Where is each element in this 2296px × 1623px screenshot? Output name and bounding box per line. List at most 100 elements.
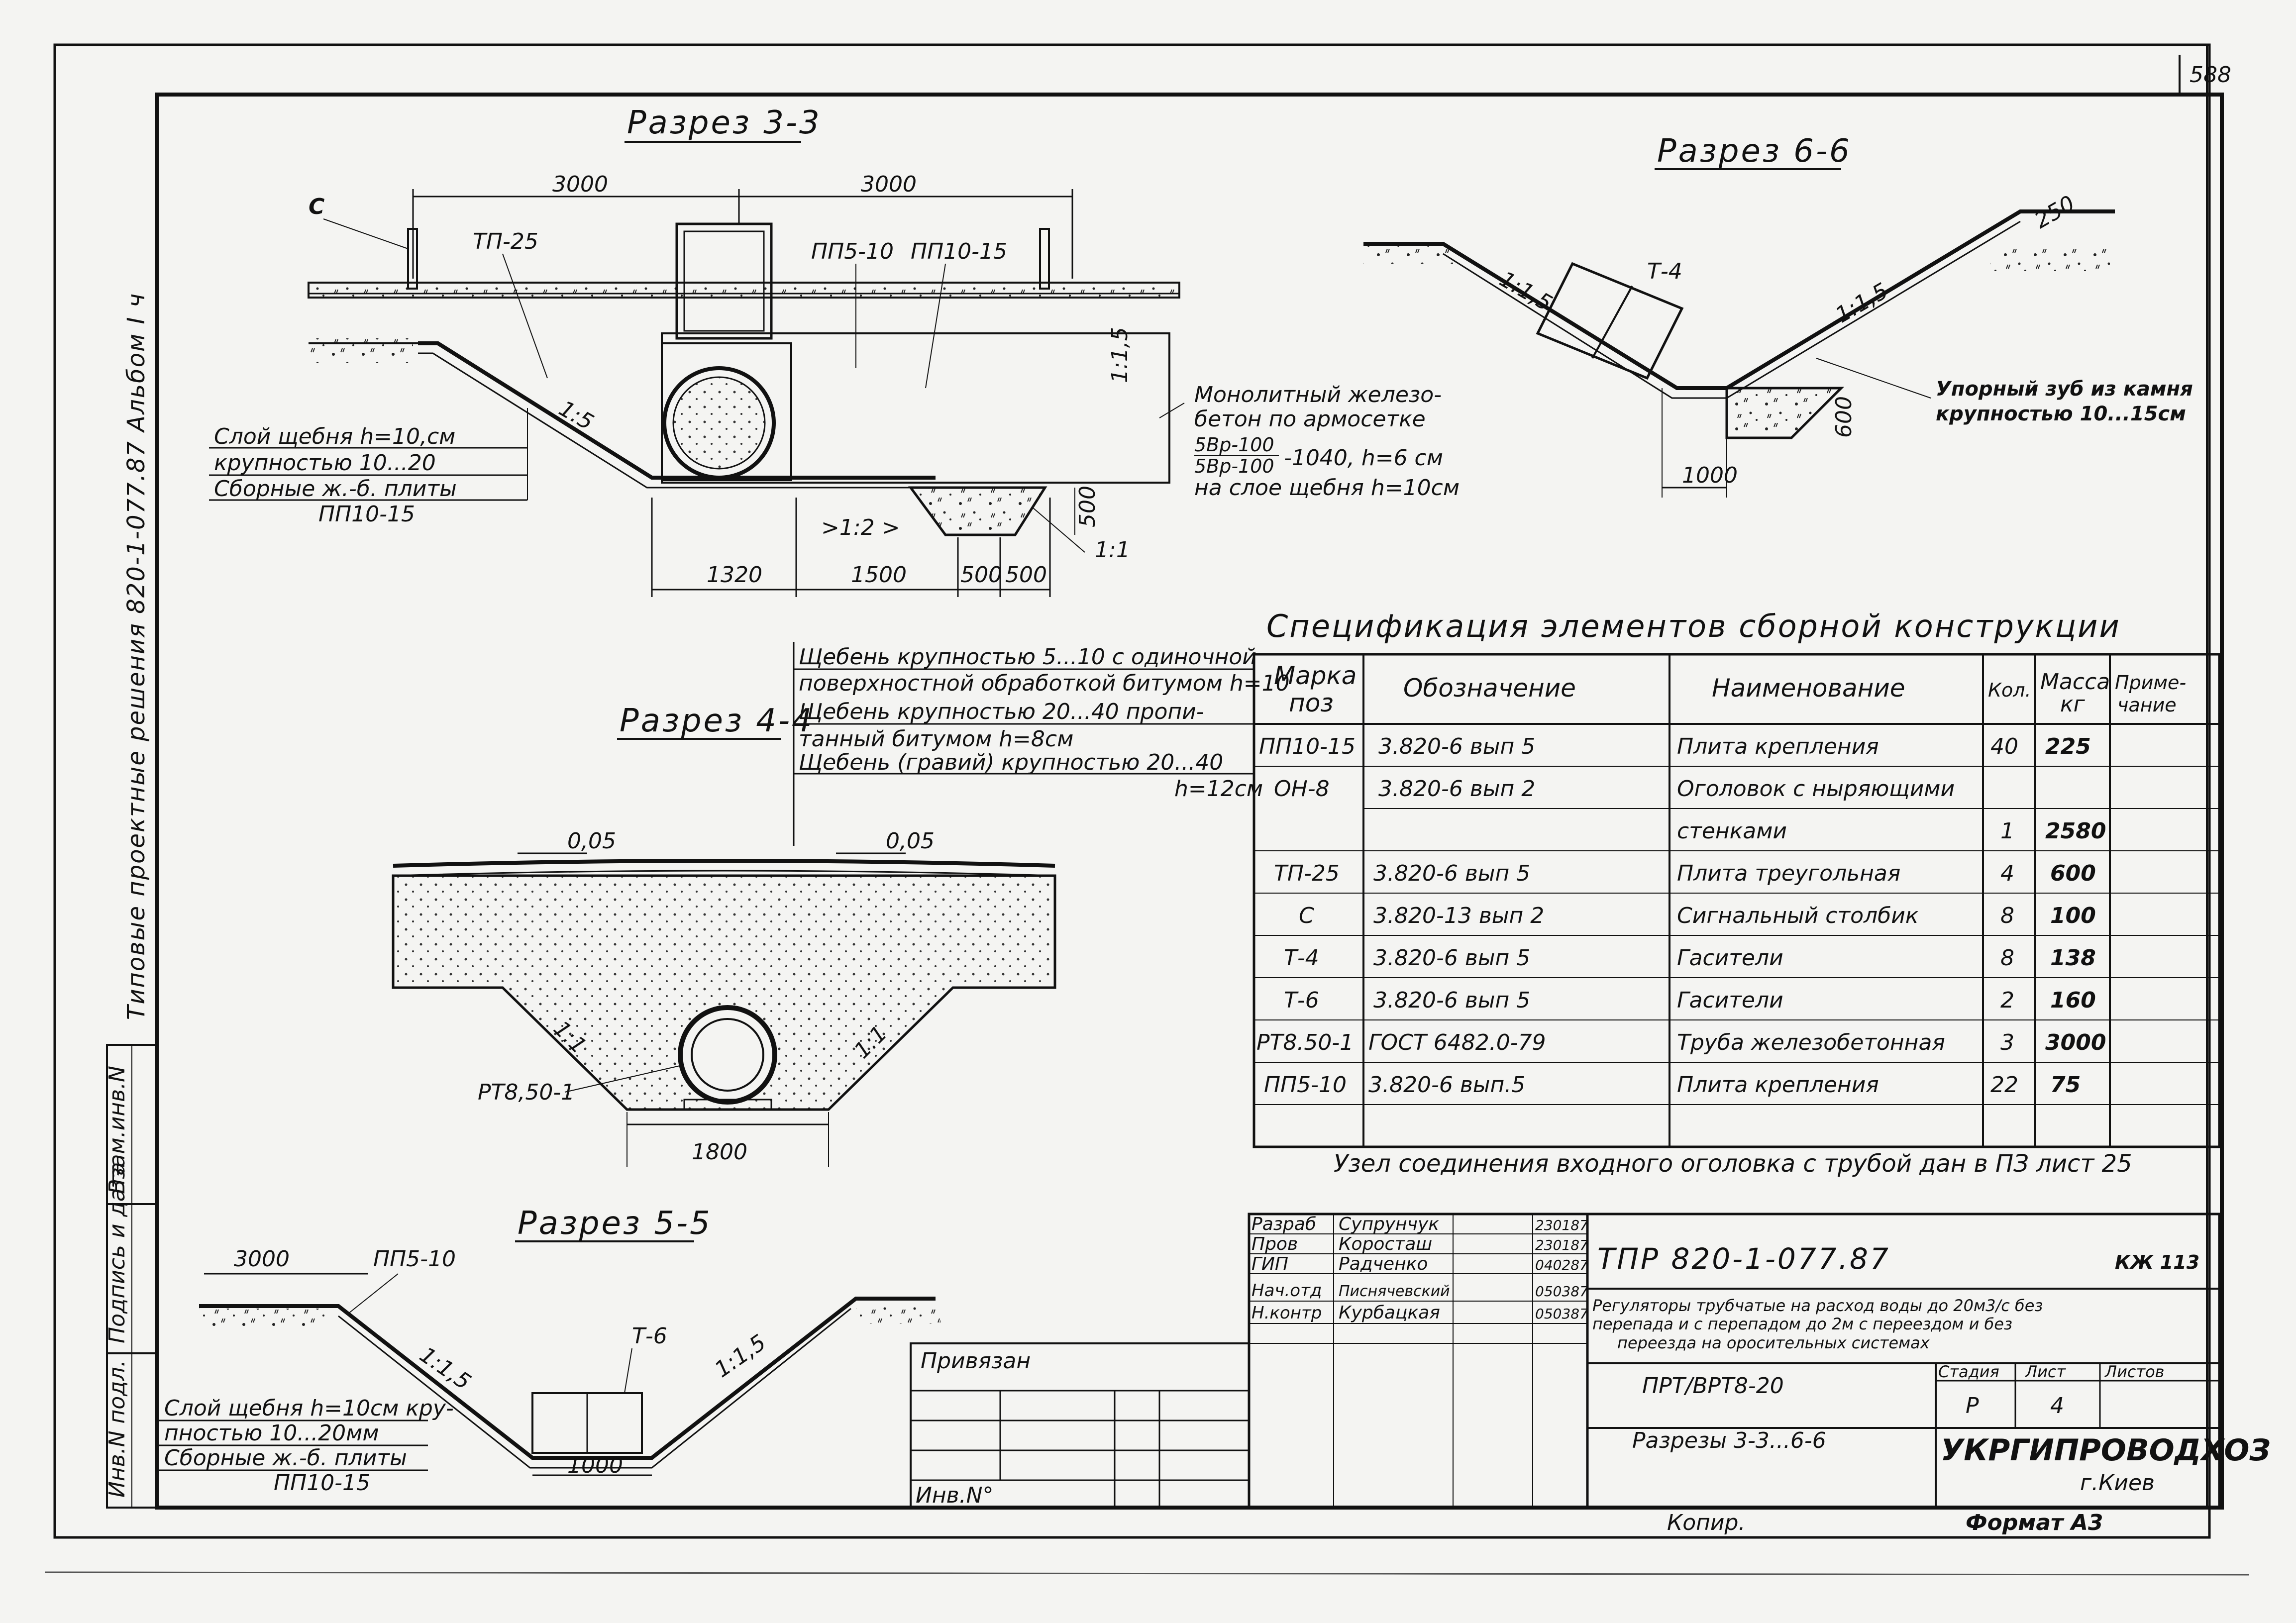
drawing-label: РТ8.50-1 bbox=[1256, 1030, 1354, 1055]
drawing-label: бетон по армосетке bbox=[1194, 406, 1426, 432]
drawing-label: чание bbox=[2117, 694, 2177, 716]
drawing-label: 3.820-6 вып.5 bbox=[1368, 1072, 1525, 1098]
drawing-label: Приме- bbox=[2115, 672, 2186, 694]
drawing-label: Пров bbox=[1252, 1234, 1298, 1254]
drawing-label: кг bbox=[2060, 692, 2086, 717]
drawing-label: Разрезы 3-3...6-6 bbox=[1632, 1428, 1826, 1453]
drawing-label: г.Киев bbox=[2080, 1470, 2155, 1496]
drawing-label: Кол. bbox=[1988, 679, 2031, 701]
drawing-label: 1800 bbox=[692, 1139, 747, 1165]
drawing-label: 600 bbox=[2050, 861, 2096, 886]
drawing-label: 3.820-6 вып 2 bbox=[1378, 776, 1535, 802]
drawing-label: 1:1,5 bbox=[1831, 278, 1892, 328]
drawing-label: 600 bbox=[1831, 396, 1857, 438]
drawing-label: 1000 bbox=[1682, 463, 1738, 488]
drawing-label: 5Вр-100 bbox=[1194, 434, 1274, 456]
drawing-label: 250 bbox=[2030, 191, 2079, 233]
section-4-4: Разрез 4-4 Щебень крупностью 5...10 с од… bbox=[392, 642, 1290, 1167]
drawing-label: Инв.N° bbox=[916, 1483, 994, 1508]
drawing-label: Сборные ж.-б. плиты bbox=[214, 476, 457, 502]
drawing-label: ПП10-15 bbox=[274, 1470, 370, 1496]
drawing-label: 500 bbox=[1005, 562, 1047, 588]
drawing-label: Т-4 bbox=[1284, 945, 1319, 971]
drawing-label: 2 bbox=[2000, 988, 2014, 1013]
drawing-label: ПП10-15 bbox=[911, 239, 1007, 264]
drawing-label: 1:1,5 bbox=[1107, 327, 1133, 383]
drawing-label: 1:1,5 bbox=[710, 1330, 771, 1383]
section-5-5-title: Разрез 5-5 bbox=[518, 1205, 712, 1242]
drawing-label: h=12см bbox=[1174, 776, 1263, 802]
drawing-label: С bbox=[1299, 903, 1314, 928]
drawing-label: 230187 bbox=[1535, 1237, 1588, 1253]
spec-title: Спецификация элементов сборной конструкц… bbox=[1266, 608, 2121, 644]
drawing-label: Гасители bbox=[1677, 945, 1783, 971]
drawing-label: 100 bbox=[2050, 903, 2096, 928]
drawing-label: Копир. bbox=[1667, 1510, 1745, 1535]
drawing-label: Т-6 bbox=[1284, 988, 1319, 1013]
drawing-label: Курбацкая bbox=[1339, 1303, 1440, 1323]
drawing-label: 0,05 bbox=[886, 828, 935, 854]
drawing-label: Оголовок с ныряющими bbox=[1677, 776, 1955, 802]
drawing-label: ТП-25 bbox=[1274, 861, 1340, 886]
section-3-3-title: Разрез 3-3 bbox=[627, 104, 822, 141]
drawing-label: ПП10-15 bbox=[318, 502, 415, 527]
drawing-label: Плита треугольная bbox=[1677, 861, 1900, 886]
drawing-label: Листов bbox=[2104, 1362, 2165, 1381]
drawing-label: 8 bbox=[2000, 903, 2014, 928]
inv-podl-label: Инв.N подл. bbox=[104, 1360, 130, 1498]
drawing-label: ТПР 820-1-077.87 bbox=[1597, 1242, 1890, 1276]
drawing-label: УКРГИПРОВОДХОЗ bbox=[1941, 1433, 2271, 1468]
drawing-label: РТ8,50-1 bbox=[478, 1080, 575, 1105]
drawing-label: 75 bbox=[2050, 1072, 2081, 1098]
drawing-label: 3000 bbox=[552, 172, 608, 197]
podpis-label: Подпись и дата bbox=[104, 1162, 130, 1343]
drawing-label: Слой щебня h=10см кру- bbox=[164, 1396, 454, 1421]
drawing-label: Коросташ bbox=[1339, 1234, 1432, 1254]
drawing-label: ПП5-10 bbox=[373, 1246, 456, 1272]
drawing-label: 1 bbox=[2000, 818, 2014, 844]
drawing-label: стенками bbox=[1677, 818, 1787, 844]
drawing-label: Щебень (гравий) крупностью 20...40 bbox=[799, 750, 1223, 775]
drawing-label: 40 bbox=[1990, 734, 2018, 759]
drawing-label: Радченко bbox=[1339, 1254, 1428, 1274]
specification-table: Спецификация элементов сборной конструкц… bbox=[1252, 608, 2221, 1178]
drawing-label: крупностью 10...15см bbox=[1936, 403, 2186, 425]
drawing-label: 0,05 bbox=[567, 828, 616, 854]
drawing-label: Масса bbox=[2040, 669, 2110, 695]
drawing-label: 3.820-13 вып 2 bbox=[1373, 903, 1544, 928]
drawing-label: Н.контр bbox=[1252, 1303, 1322, 1323]
drawing-label: Т-4 bbox=[1647, 259, 1682, 284]
drawing-label: перепада и с перепадом до 2м с переездом… bbox=[1592, 1315, 2012, 1333]
drawing-label: поз bbox=[1289, 689, 1334, 717]
section-6-6: Разрез 6-6 Т-4 1:1,5 1:1,5 250 600 1000 … bbox=[1363, 133, 2193, 498]
drawing-label: 160 bbox=[2050, 988, 2096, 1013]
drawing-label: на слое щебня h=10см bbox=[1194, 475, 1460, 501]
drawing-label: 500 bbox=[960, 562, 1002, 588]
drawing-label: 138 bbox=[2050, 945, 2096, 971]
drawing-label: ГОСТ 6482.0-79 bbox=[1368, 1030, 1546, 1055]
drawing-label: Марка bbox=[1274, 661, 1357, 690]
drawing-label: Обозначение bbox=[1403, 674, 1576, 703]
drawing-label: 225 bbox=[2045, 734, 2091, 759]
drawing-label: ОН-8 bbox=[1274, 776, 1330, 802]
drawing-label: Щебень крупностью 20...40 пропи- bbox=[799, 699, 1204, 724]
drawing-label: Р bbox=[1966, 1393, 1979, 1419]
drawing-label: Привязан bbox=[921, 1348, 1031, 1374]
drawing-label: Пиcнячевский bbox=[1339, 1283, 1450, 1300]
section-5-5: Разрез 5-5 3000 ПП5-10 Т-6 1:1,5 1:1,5 1… bbox=[159, 1205, 940, 1496]
section-3-3: Разрез 3-3 3000 3000 500 1:1, bbox=[209, 104, 1460, 597]
drawing-label: 3.820-6 вып 5 bbox=[1378, 734, 1535, 759]
drawing-label: 3000 bbox=[2045, 1030, 2106, 1055]
drawing-label: >1:2 > bbox=[821, 515, 900, 540]
drawing-label: Сигнальный столбик bbox=[1677, 903, 1919, 928]
drawing-label: Труба железобетонная bbox=[1677, 1030, 1945, 1055]
drawing-label: Формат А3 bbox=[1966, 1510, 2103, 1535]
drawing-label: 3.820-6 вып 5 bbox=[1373, 945, 1530, 971]
drawing-label: 3000 bbox=[861, 172, 917, 197]
drawing-label: 1:1 bbox=[1095, 537, 1130, 563]
drawing-label: крупностью 10...20 bbox=[214, 450, 436, 476]
drawing-label: КЖ 113 bbox=[2115, 1251, 2199, 1273]
drawing-label: 1:5 bbox=[555, 396, 598, 435]
drawing-label: Стадия bbox=[1938, 1362, 1999, 1381]
